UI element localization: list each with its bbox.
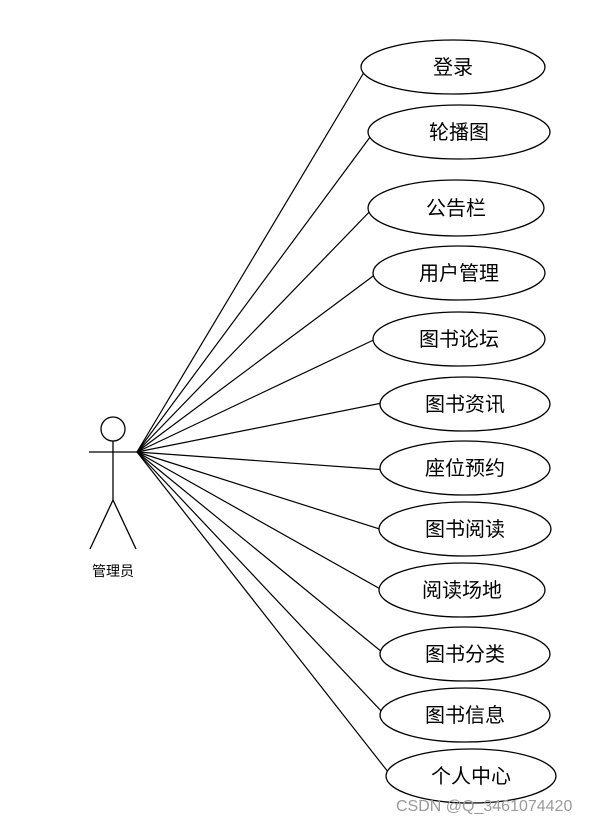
association-lines (136, 64, 394, 779)
association-line (136, 401, 387, 453)
use-case-ellipse (378, 562, 546, 618)
use-case-ellipse (360, 39, 546, 95)
use-case-label: 座位预约 (425, 456, 505, 480)
use-case-label: 图书资讯 (425, 392, 505, 416)
use-case-ellipse (379, 626, 551, 682)
actor-admin: 管理员 (89, 416, 137, 580)
use-case: 阅读场地 (378, 562, 546, 618)
actor-head (100, 416, 126, 442)
use-case-ellipse (372, 245, 546, 301)
association-line (136, 451, 388, 718)
use-case-label: 图书阅读 (425, 517, 505, 541)
use-case: 个人中心 (385, 748, 557, 804)
use-case-label: 图书论坛 (419, 327, 499, 351)
association-line (136, 205, 376, 453)
association-line (136, 451, 386, 593)
association-line (136, 451, 387, 532)
use-case: 公告栏 (367, 179, 545, 237)
actor-left-leg (89, 499, 114, 550)
actor-right-leg (112, 499, 137, 550)
use-case-ellipse (385, 748, 557, 804)
watermark: CSDN @Q_3461074420 (396, 798, 573, 815)
use-case: 图书资讯 (379, 376, 551, 432)
use-case-ellipse (372, 311, 546, 367)
association-line (136, 64, 369, 453)
use-case-ellipse (378, 501, 552, 557)
association-line (136, 451, 387, 471)
use-case: 登录 (360, 39, 546, 95)
association-line (136, 451, 394, 779)
use-case: 图书论坛 (372, 311, 546, 367)
use-case: 座位预约 (379, 440, 551, 496)
use-case: 图书分类 (379, 626, 551, 682)
use-case-ellipse (379, 687, 551, 743)
association-line (136, 270, 381, 453)
use-case-ellipse (367, 104, 551, 160)
use-case-label: 公告栏 (426, 196, 486, 220)
use-case: 用户管理 (372, 245, 546, 301)
use-case: 图书阅读 (378, 501, 552, 557)
association-line (136, 451, 388, 657)
use-case-ellipse (379, 440, 551, 496)
use-case-label: 图书分类 (425, 642, 505, 666)
use-case: 图书信息 (379, 687, 551, 743)
use-case-ellipse (379, 376, 551, 432)
association-line (136, 336, 381, 453)
association-line (136, 129, 376, 453)
use-case: 轮播图 (367, 104, 551, 160)
use-case-label: 轮播图 (429, 120, 489, 144)
actor-label: 管理员 (92, 564, 134, 580)
use-case-label: 个人中心 (431, 764, 511, 788)
use-case-ellipse (367, 179, 545, 237)
use-case-label: 用户管理 (419, 261, 499, 285)
use-case-label: 图书信息 (425, 703, 505, 727)
use-case-label: 阅读场地 (422, 578, 502, 602)
use-case-label: 登录 (433, 55, 473, 79)
use-case-list: 登录轮播图公告栏用户管理图书论坛图书资讯座位预约图书阅读阅读场地图书分类图书信息… (360, 39, 557, 804)
